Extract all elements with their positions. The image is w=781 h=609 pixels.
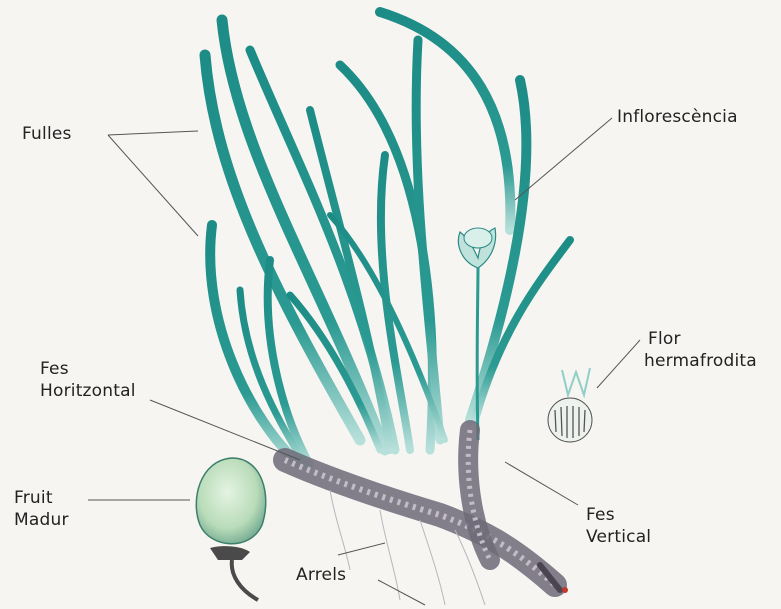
label-fes-vertical-line1: Fes — [586, 504, 651, 526]
leader-lines — [88, 118, 640, 605]
label-fruit-line1: Fruit — [14, 487, 69, 509]
label-inflorescencia-text: Inflorescència — [617, 106, 738, 128]
label-fes-vertical: Fes Vertical — [586, 504, 651, 548]
label-inflorescencia: Inflorescència — [617, 106, 738, 128]
label-flor-hermafrodita: Flor hermafrodita — [648, 328, 757, 372]
mature-fruit-drawing — [196, 458, 265, 600]
label-fes-horitzontal: Fes Horitzontal — [40, 358, 136, 402]
label-fruit-line2: Madur — [14, 509, 69, 531]
label-fes-horitzontal-line1: Fes — [40, 358, 136, 380]
label-fruit-madur: Fruit Madur — [14, 487, 69, 531]
leaf — [380, 12, 510, 230]
leaf — [475, 240, 570, 420]
label-arrels-text: Arrels — [296, 564, 346, 586]
label-fes-vertical-line2: Vertical — [586, 526, 651, 548]
label-flor-line1: Flor — [648, 328, 757, 350]
leader-line-fulles-lower — [108, 135, 198, 236]
leader-line-fulles-upper — [108, 131, 198, 135]
leader-line-flor — [597, 340, 640, 388]
label-fulles: Fulles — [22, 123, 72, 145]
leaves — [205, 12, 570, 465]
label-arrels: Arrels — [296, 564, 346, 586]
hermaphrodite-flower-drawing — [548, 368, 592, 442]
leader-line-fes-vertical — [505, 462, 578, 505]
inflorescence-drawing — [458, 228, 495, 440]
label-flor-line2: hermafrodita — [644, 350, 757, 372]
leader-line-arrels-right — [378, 580, 425, 605]
label-fulles-text: Fulles — [22, 123, 72, 145]
label-fes-horitzontal-line2: Horitzontal — [40, 380, 136, 402]
